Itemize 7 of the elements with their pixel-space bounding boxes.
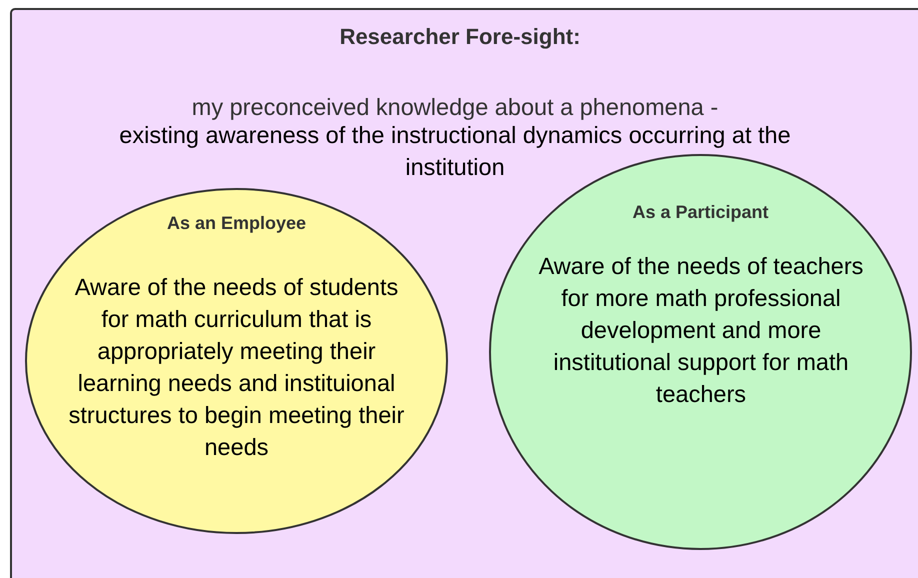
circle-heading: As a Participant [631,201,770,224]
circle-body-text: Aware of the needs of students for math curriculum that is appropriately meeting their learning needs and instituional structures to begin meeting their needs [68,273,406,462]
subtitle-text: my preconceived knowledge about a phenomena - [190,93,720,122]
box-heading: Researcher Fore-sight: [338,23,582,51]
circle-heading: As an Employee [166,212,308,235]
circle-body-text: Aware of the needs of teachers for more math professional development and more institutional support for math teachers [538,252,864,409]
description-text: existing awareness of the instructional dynamics occurring at the institution [118,121,792,182]
